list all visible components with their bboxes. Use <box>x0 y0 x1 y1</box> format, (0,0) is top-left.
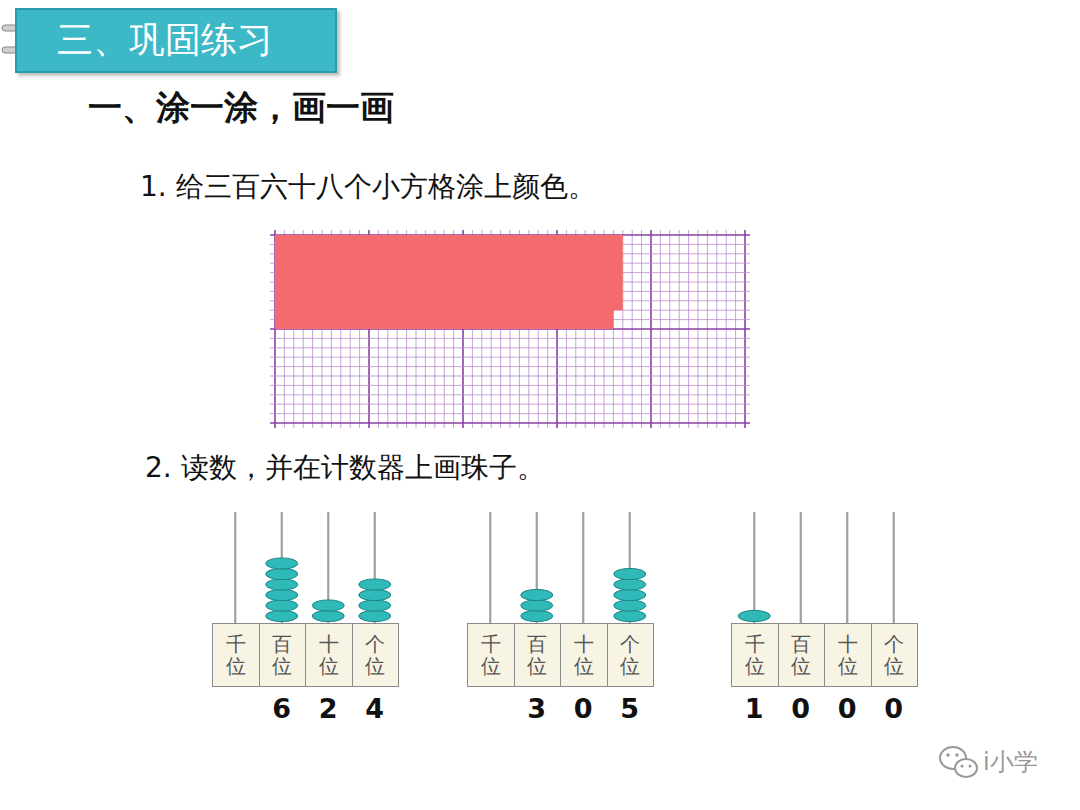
digit-holder: 0 <box>574 693 593 724</box>
place-name: 百位 <box>791 633 811 677</box>
place-name: 千位 <box>226 633 246 677</box>
place-value-cell: 千位 <box>212 623 260 687</box>
digit: 0 <box>884 693 903 724</box>
digit: 2 <box>319 693 338 724</box>
question-text: 2. 读数，并在计数器上画珠子。 <box>145 451 545 484</box>
wechat-icon <box>940 747 977 777</box>
digit: 0 <box>838 693 857 724</box>
digit: 6 <box>272 693 291 724</box>
question-text: 1. 给三百六十八个小方格涂上颜色。 <box>140 170 596 203</box>
digit: 0 <box>574 693 593 724</box>
place-name: 十位 <box>319 633 339 677</box>
place-name: 十位 <box>838 633 858 677</box>
place-value-cell: 十位 <box>305 623 353 687</box>
place-name: 十位 <box>574 633 594 677</box>
place-value-cell: 个位 <box>352 623 400 687</box>
place-value-cell: 十位 <box>560 623 608 687</box>
place-value-cell: 十位 <box>824 623 872 687</box>
place-name: 千位 <box>745 633 765 677</box>
digit: 3 <box>527 693 546 724</box>
place-value-cell: 百位 <box>514 623 562 687</box>
place-name: 个位 <box>365 633 385 677</box>
digit: 5 <box>620 693 639 724</box>
place-value-cell: 个位 <box>607 623 655 687</box>
counter-rods <box>235 512 894 623</box>
place-value-cell: 百位 <box>778 623 826 687</box>
digit-holder: 0 <box>838 693 857 724</box>
place-value-cell: 千位 <box>731 623 779 687</box>
title-banner: 三、巩固练习 <box>15 8 337 73</box>
place-name: 百位 <box>272 633 292 677</box>
place-value-cell: 千位 <box>467 623 515 687</box>
place-value-cell: 百位 <box>259 623 307 687</box>
digit-holder: 0 <box>884 693 903 724</box>
digit: 4 <box>365 693 384 724</box>
digit-holder: 4 <box>365 693 384 724</box>
section-subtitle-holder: 一、涂一涂，画一画 <box>88 85 394 131</box>
digit-holder: 1 <box>745 693 764 724</box>
digit-holder: 2 <box>319 693 338 724</box>
section-title: 三、巩固练习 <box>57 16 273 65</box>
digit-holder: 5 <box>620 693 639 724</box>
digit: 0 <box>791 693 810 724</box>
square-grid <box>270 230 750 428</box>
place-name: 百位 <box>527 633 547 677</box>
watermark: i小学 <box>983 748 1038 776</box>
digit-holder: 0 <box>791 693 810 724</box>
place-name: 个位 <box>620 633 640 677</box>
digit-holder: 3 <box>527 693 546 724</box>
question-text-holder: 2. 读数，并在计数器上画珠子。 <box>145 449 545 487</box>
digit: 1 <box>745 693 764 724</box>
place-value-cell: 个位 <box>871 623 919 687</box>
place-name: 个位 <box>884 633 904 677</box>
digit-holder: 6 <box>272 693 291 724</box>
question-text-holder: 1. 给三百六十八个小方格涂上颜色。 <box>140 168 596 206</box>
section-subtitle: 一、涂一涂，画一画 <box>88 87 394 127</box>
watermark-holder: i小学 <box>983 746 1038 778</box>
place-name: 千位 <box>481 633 501 677</box>
